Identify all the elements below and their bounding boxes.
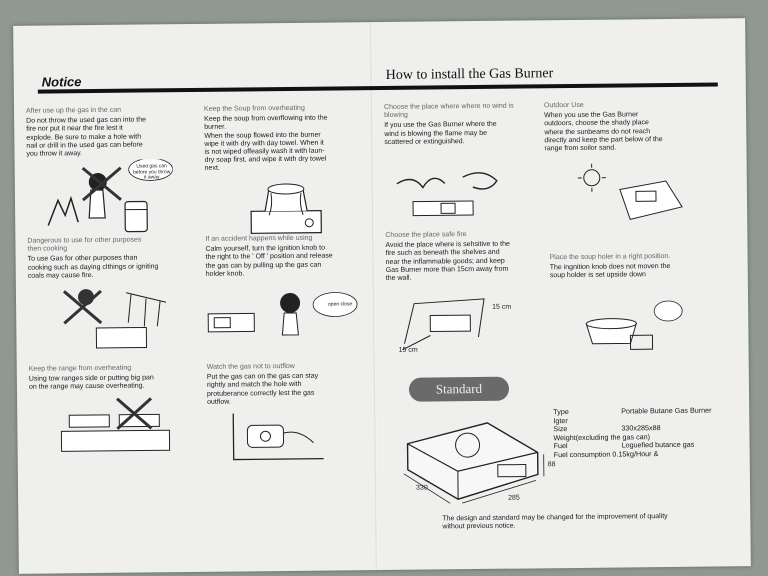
dimension-width: 285 [508, 494, 520, 502]
section-title: Dangerous to use for other purposes then… [27, 236, 142, 253]
section-title: Choose the place where where no wind is … [383, 102, 514, 120]
dimension-length: 330 [415, 484, 428, 492]
header-rule [37, 82, 718, 94]
dimension-height: 88 [547, 461, 556, 469]
section-outdoor: Outdoor Use When you use the Gas Burner … [544, 101, 715, 154]
section-other-purposes: Dangerous to use for other purposes then… [27, 236, 197, 281]
section-body: Keep the soup from overflowing into the … [204, 114, 328, 173]
section-body: To use Gas for other purposes than cooki… [27, 254, 159, 280]
footer-note: The design and standard may be changed f… [442, 513, 668, 531]
notice-heading: Notice [41, 74, 82, 90]
illustration-gas-can-holder [223, 402, 344, 471]
standard-badge: Standard [408, 376, 510, 402]
section-title: Place the soup holer in a right position… [549, 252, 671, 262]
section-body: When you use the Gas Burner outdoors, ch… [544, 111, 663, 153]
section-body: If you use the Gas Burner where the wind… [384, 121, 497, 146]
bubble-text: Used gas can before you throw it away [127, 163, 177, 181]
spec-value: Portable Butane Gas Burner [621, 405, 712, 416]
spec-row: Fuel consumption 0.15kg/Hour & [553, 449, 712, 460]
section-range-overheating: Keep the range from overheating Using to… [29, 364, 199, 392]
section-soup-holder: Place the soup holer in a right position… [550, 252, 720, 280]
bubble-label: Used gas can before you throw it away [133, 163, 171, 181]
section-title: Choose the place safe fire [385, 231, 467, 239]
distance-label-front: 15 cm [398, 346, 418, 354]
illustration-wind [393, 163, 514, 224]
section-no-wind: Choose the place where where no wind is … [384, 102, 544, 147]
illustration-gas-burner [397, 412, 548, 506]
section-title: After use up the gas in the can [26, 106, 122, 115]
section-body: Do not throw the used gas can into the f… [26, 116, 147, 158]
page-fold [370, 22, 378, 571]
section-body: Using tow ranges side or putting big pan… [28, 374, 154, 392]
illustration-gas-can-fire [43, 159, 174, 240]
section-accident: If an accident happens while using Calm … [205, 234, 365, 279]
illustration-wall-distance [394, 293, 505, 354]
section-title: Keep the range from overheating [28, 364, 132, 373]
section-title: If an accident happens while using [205, 234, 313, 243]
section-used-gas-can: After use up the gas in the can Do not t… [26, 106, 187, 159]
illustration-drying-clothes [56, 282, 177, 358]
bubble-label: open close [327, 301, 353, 308]
instruction-sheet: Notice How to install the Gas Burner Aft… [13, 18, 751, 574]
section-title: Outdoor Use [543, 101, 584, 110]
illustration-two-ranges [55, 396, 176, 467]
illustration-accident [200, 284, 361, 346]
illustration-sun-outdoor [570, 159, 691, 230]
illustration-soup-holder [576, 299, 687, 360]
section-soup-overheating: Keep the Soup from overheating Keep the … [204, 104, 365, 173]
illustration-pot-overflow [243, 171, 334, 242]
install-heading: How to install the Gas Burner [385, 66, 554, 83]
section-body: The ingnition knob does not moven the so… [549, 263, 671, 280]
section-gas-outflow: Watch the gas not to outflow Put the gas… [207, 362, 367, 407]
spec-key: Fuel consumption 0.15kg/Hour & [553, 449, 659, 460]
section-body: Avoid the place where is sehsitive to th… [385, 240, 510, 282]
section-title: Keep the Soup from overheating [203, 104, 305, 113]
section-body: Calm yourself, turn the ignition knob to… [205, 244, 333, 278]
section-title: Watch the gas not to outflow [206, 362, 295, 371]
distance-label-side: 15 cm [492, 303, 512, 311]
section-safe-place: Choose the place safe fire Avoid the pla… [385, 230, 546, 283]
accident-bubble: open close [320, 300, 360, 309]
